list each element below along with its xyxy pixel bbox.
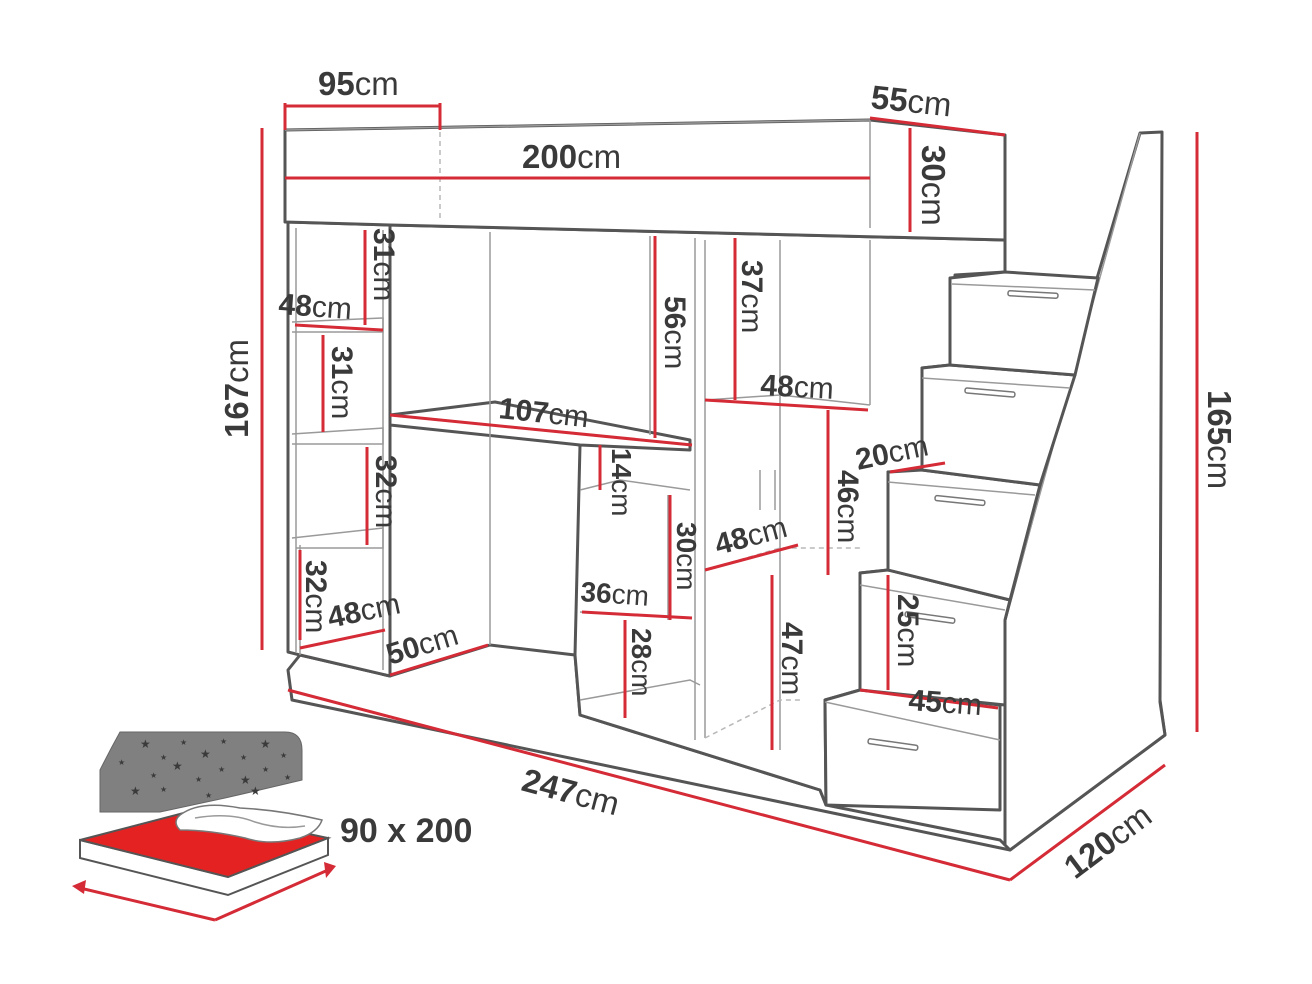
mattress-icon: ★★★★★★★★★★★★★★★★★★★★ 90 x 200: [72, 731, 472, 922]
step-1-handle: [867, 738, 919, 751]
label-shelf-a-width: 48cm: [278, 288, 353, 326]
label-top-depth: 55cm: [869, 78, 953, 123]
dimension-lines: [260, 103, 1199, 882]
label-step-depth: 20cm: [853, 429, 932, 477]
label-total-depth: 120cm: [1057, 796, 1158, 885]
label-desk-box-lower: 30cm: [671, 522, 702, 590]
label-desk-clearance: 56cm: [658, 296, 691, 369]
label-bed-length: 200cm: [522, 138, 621, 175]
label-rail-height: 30cm: [915, 145, 952, 226]
star-icon: ★: [130, 784, 141, 798]
label-wardrobe-width-top: 48cm: [760, 369, 835, 406]
dim-line-wardrobe-width-top: [704, 398, 869, 412]
star-icon: ★: [250, 784, 261, 798]
star-icon: ★: [205, 791, 212, 800]
star-icon: ★: [160, 785, 167, 794]
step-5-handle: [1007, 290, 1059, 299]
star-icon: ★: [280, 751, 287, 760]
dim-line-top-depth: [869, 116, 1006, 137]
star-icon: ★: [240, 773, 251, 787]
step-4: [920, 363, 1077, 487]
label-wardrobe-mid: 46cm: [831, 470, 864, 543]
star-icon: ★: [260, 737, 271, 751]
star-icon: ★: [195, 775, 202, 784]
label-top-width: 95cm: [318, 65, 399, 102]
mattress-arrow-length: [79, 886, 216, 922]
star-icon: ★: [262, 765, 269, 774]
dim-line-wardrobe-width-mid: [704, 543, 799, 572]
label-step-height: 25cm: [891, 594, 924, 667]
label-shelf-d-height: 32cm: [299, 560, 332, 633]
dim-line-total-depth: [1009, 763, 1166, 882]
headboard-stars: ★★★★★★★★★★★★★★★★★★★★: [118, 737, 291, 800]
label-shelf-c-height: 32cm: [369, 455, 402, 528]
bed-frame-drawing: [283, 118, 1167, 852]
star-icon: ★: [140, 737, 151, 751]
dim-line-step-width: [859, 688, 999, 710]
label-shelf-a-height: 31cm: [367, 228, 400, 301]
stair-steps: [823, 270, 1100, 812]
dim-line-step-depth: [889, 461, 946, 474]
star-icon: ★: [150, 771, 157, 780]
label-desk-box-height: 14cm: [606, 448, 637, 516]
label-shelf-d-width: 48cm: [325, 587, 404, 635]
star-icon: ★: [218, 765, 225, 774]
bed-top-edge: [284, 119, 871, 131]
upper-bed-box: [283, 118, 1007, 242]
star-icon: ★: [200, 747, 211, 761]
star-icon: ★: [220, 737, 227, 746]
label-step-width: 45cm: [908, 684, 983, 722]
mattress-arrow-width: [214, 868, 329, 922]
dim-line-desk-width: [389, 413, 693, 447]
step-3-handle: [934, 494, 986, 507]
dim-line-shelf-a-width: [294, 323, 384, 332]
step-4-handle: [964, 387, 1016, 398]
headboard-shape: [99, 731, 303, 813]
star-icon: ★: [180, 738, 187, 747]
label-desk-width: 107cm: [497, 392, 590, 434]
label-desk-bottom: 28cm: [626, 628, 657, 696]
label-total-height-right: 165cm: [1201, 390, 1238, 489]
label-total-height-left: 167cm: [218, 339, 255, 438]
arrow-head-left: [72, 880, 86, 894]
pillow-shape: [175, 804, 323, 843]
star-icon: ★: [284, 773, 291, 782]
label-wardrobe-top: 37cm: [735, 260, 768, 333]
star-icon: ★: [172, 759, 183, 773]
step-5: [948, 270, 1100, 377]
arrow-head-right: [324, 862, 336, 878]
label-desk-box-width: 36cm: [580, 576, 650, 612]
mattress-size-label: 90 x 200: [340, 812, 472, 850]
label-wardrobe-bottom: 47cm: [775, 622, 808, 695]
label-shelf-b-height: 31cm: [325, 346, 358, 419]
star-icon: ★: [118, 758, 125, 767]
dim-line-shelf-d-width: [299, 628, 386, 650]
dim-line-total-length: [287, 688, 1011, 882]
dim-line-desk-box-width: [581, 610, 693, 620]
step-2-handle: [904, 611, 956, 624]
step-3: [886, 468, 1042, 602]
star-icon: ★: [240, 753, 247, 762]
star-icon: ★: [160, 753, 167, 762]
label-total-length: 247cm: [518, 761, 623, 822]
dim-line-desk-depth: [389, 643, 489, 677]
